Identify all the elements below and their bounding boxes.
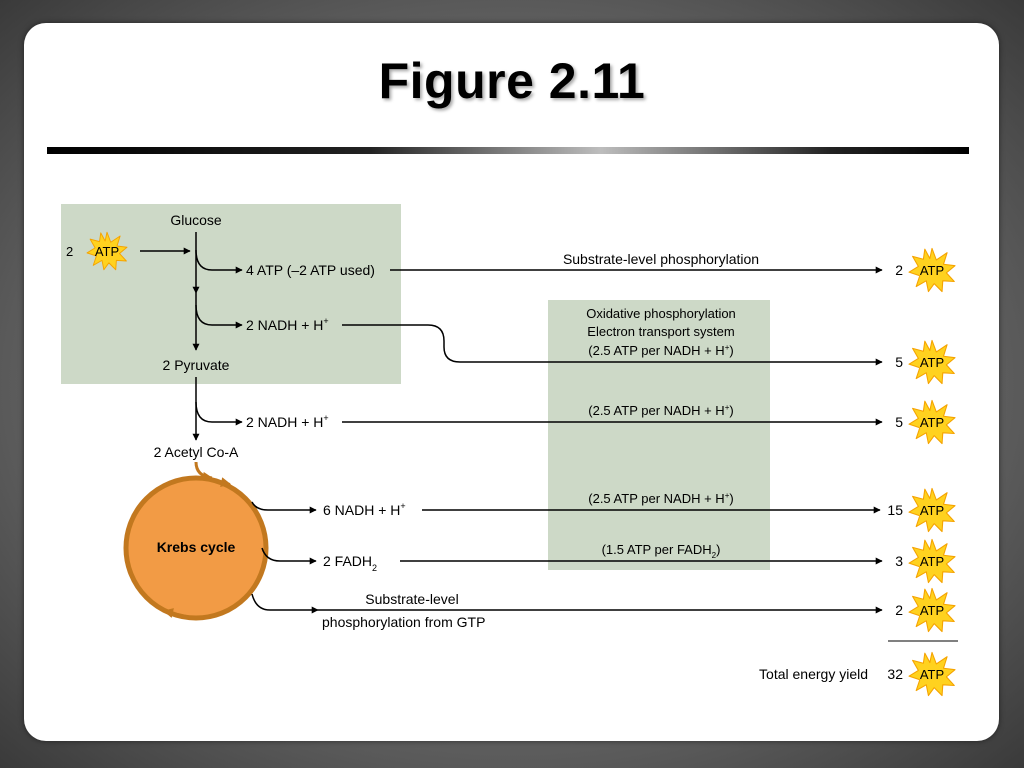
slide-title: Figure 2.11 (378, 53, 646, 109)
yield-atp-label: ATP (920, 415, 944, 430)
krebs-cycle-label: Krebs cycle (157, 539, 236, 555)
atp-produced-label: 4 ATP (–2 ATP used) (246, 262, 375, 278)
glycolysis-panel (61, 204, 401, 384)
krebs-nadh-label: 6 NADH + H+ (323, 501, 406, 518)
yield-atp-label: ATP (920, 355, 944, 370)
yield-count: 2 (895, 262, 903, 278)
yield-atp-label: ATP (920, 603, 944, 618)
krebs-cycle-circle (123, 475, 269, 621)
krebs-fadh-branch-arrow (261, 547, 317, 565)
ets-title: Electron transport system (587, 324, 734, 339)
atp-branch-arrow (195, 249, 243, 274)
prep-nadh-label: 2 NADH + H+ (246, 413, 329, 430)
yield-count: 15 (887, 502, 903, 518)
yield-count: 3 (895, 553, 903, 569)
glucose-label: Glucose (170, 212, 222, 228)
yield-count: 5 (895, 354, 903, 370)
rate-nadh-1: (2.5 ATP per NADH + H+) (588, 343, 733, 358)
title-divider (47, 147, 969, 154)
substrate-level-label: Substrate-level phosphorylation (563, 251, 759, 267)
total-atp-label: ATP (920, 667, 944, 682)
total-energy-label: Total energy yield (759, 666, 868, 682)
krebs-nadh-branch-arrow (251, 501, 317, 514)
yield-atp-label: ATP (920, 503, 944, 518)
prep-nadh-branch-arrow (195, 401, 243, 426)
glycolysis-nadh-label: 2 NADH + H+ (246, 316, 329, 333)
yield-atp-label: ATP (920, 554, 944, 569)
glycolysis-nadh-arrow (342, 324, 883, 366)
krebs-fadh-label: 2 FADH2 (323, 553, 377, 573)
nadh-branch-arrow (195, 304, 243, 329)
krebs-cycle-arrow-top (205, 477, 231, 488)
krebs-gtp-branch-arrow (251, 593, 319, 614)
total-energy-value: 32 (887, 666, 903, 682)
rate-nadh-3: (2.5 ATP per NADH + H+) (588, 491, 733, 506)
input-atp-label: ATP (95, 244, 119, 259)
gtp-label-line2: phosphorylation from GTP (322, 614, 485, 630)
rate-fadh: (1.5 ATP per FADH2) (602, 542, 721, 560)
input-atp-count: 2 (66, 244, 73, 259)
oxidative-phosphorylation-panel (548, 300, 770, 570)
acetyl-coa-label: 2 Acetyl Co-A (154, 444, 239, 460)
gtp-label-line1: Substrate-level (365, 591, 458, 607)
krebs-cycle-arrow-bottom (163, 608, 187, 618)
pyruvate-label: 2 Pyruvate (163, 357, 230, 373)
yield-count: 5 (895, 414, 903, 430)
yield-atp-label: ATP (920, 263, 944, 278)
oxphos-title: Oxidative phosphorylation (586, 306, 736, 321)
rate-nadh-2: (2.5 ATP per NADH + H+) (588, 403, 733, 418)
yield-count: 2 (895, 602, 903, 618)
